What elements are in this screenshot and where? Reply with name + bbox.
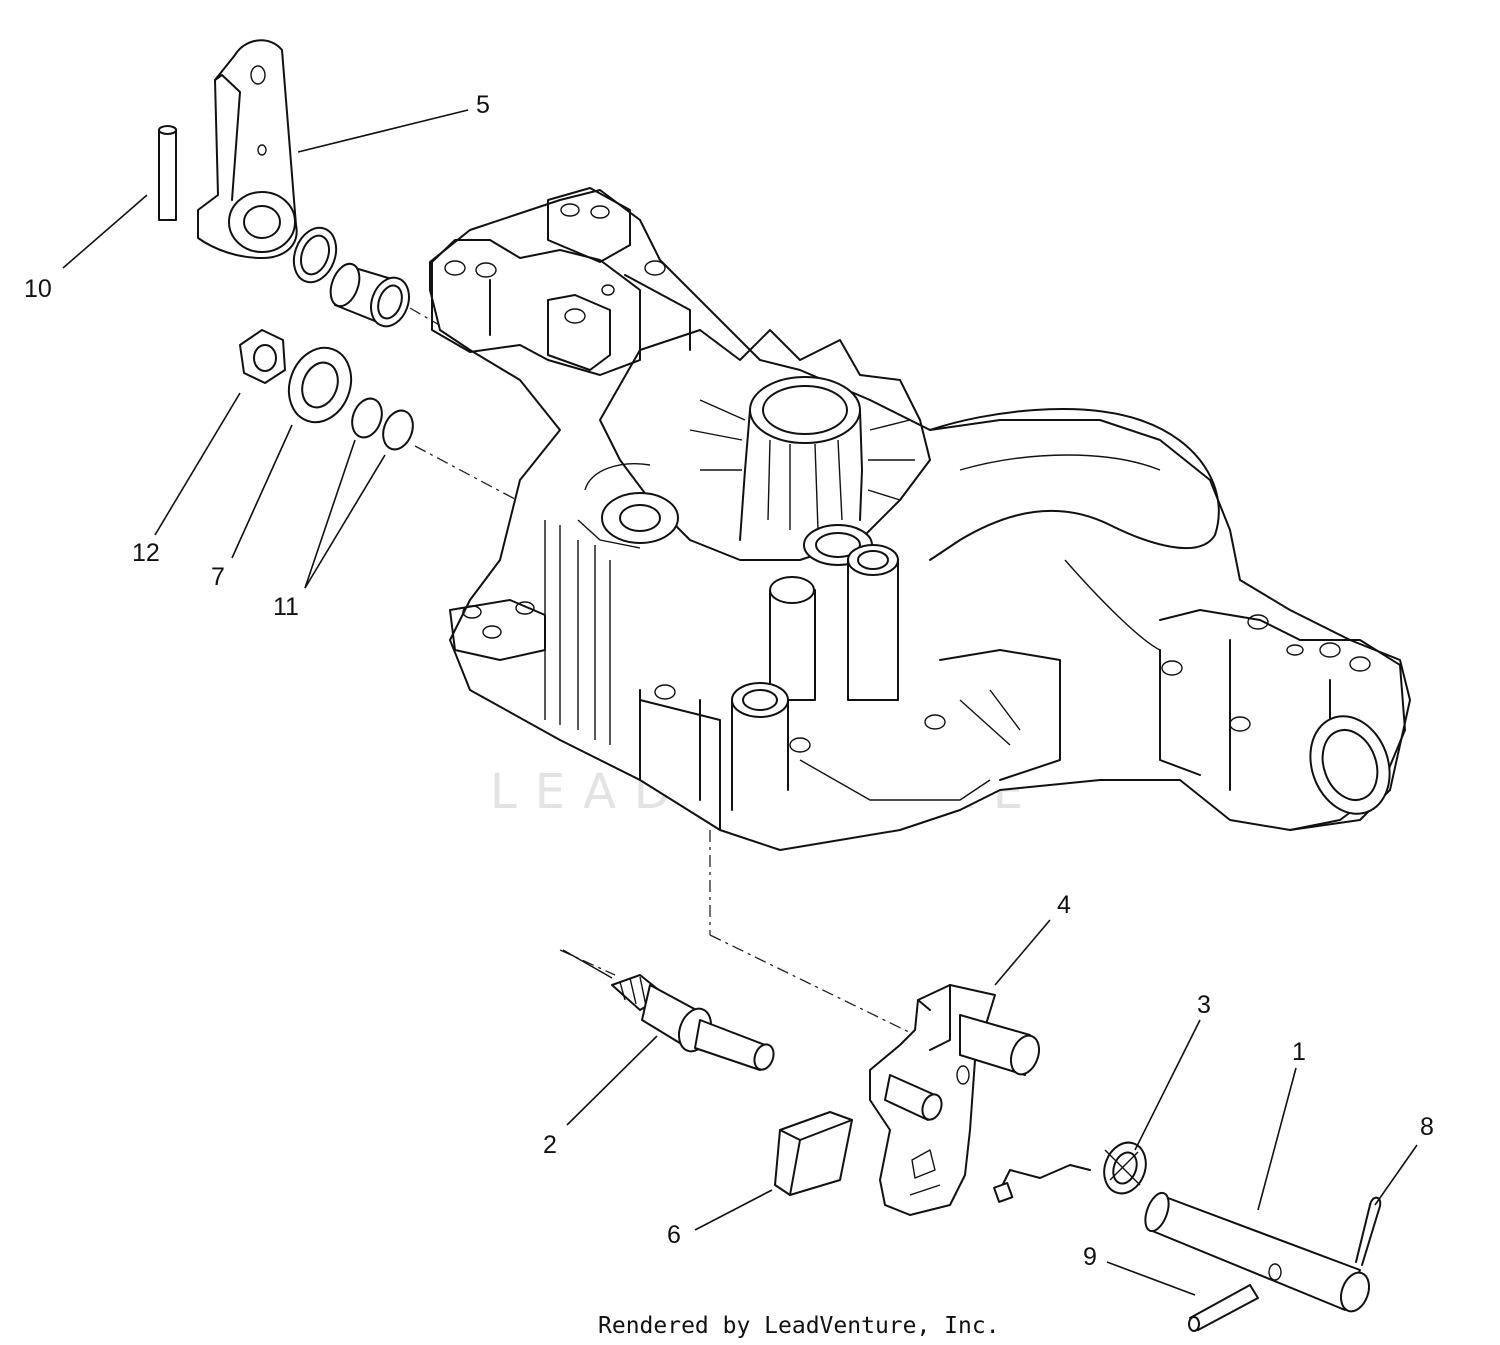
part-12-nut xyxy=(239,329,286,384)
callout-4: 4 xyxy=(1057,891,1071,919)
callout-9: 9 xyxy=(1083,1243,1097,1271)
callout-11: 11 xyxy=(273,593,299,621)
part-10-roll-pin xyxy=(158,125,177,221)
transaxle-housing xyxy=(429,187,1411,851)
callout-5: 5 xyxy=(476,91,490,119)
part-6-block xyxy=(774,1111,853,1196)
part-11-o-rings xyxy=(351,397,414,451)
seal-ring xyxy=(292,226,338,284)
callout-3: 3 xyxy=(1197,991,1211,1019)
callout-1: 1 xyxy=(1292,1038,1306,1066)
callout-labels: 5 10 12 7 11 4 3 1 8 2 6 9 xyxy=(24,91,1434,1271)
part-9-roll-pin xyxy=(1188,1284,1259,1332)
callout-12: 12 xyxy=(132,539,160,567)
part-2-shaft xyxy=(562,949,775,1071)
part-4-bracket xyxy=(869,984,1041,1216)
callout-7: 7 xyxy=(211,563,225,591)
part-8-cotter-pin xyxy=(1355,1196,1382,1266)
callout-10: 10 xyxy=(24,275,52,303)
leader-lines xyxy=(62,109,1418,1296)
part-3-spring xyxy=(993,1141,1147,1203)
callout-8: 8 xyxy=(1420,1113,1434,1141)
callout-2: 2 xyxy=(543,1131,557,1159)
part-7-washer xyxy=(287,346,353,424)
part-1-clevis-pin xyxy=(1144,1191,1371,1313)
footer-credit: Rendered by LeadVenture, Inc. xyxy=(598,1313,1000,1339)
bushing-sleeve xyxy=(329,262,410,328)
part-5-control-arm xyxy=(197,39,298,259)
callout-6: 6 xyxy=(667,1221,681,1249)
